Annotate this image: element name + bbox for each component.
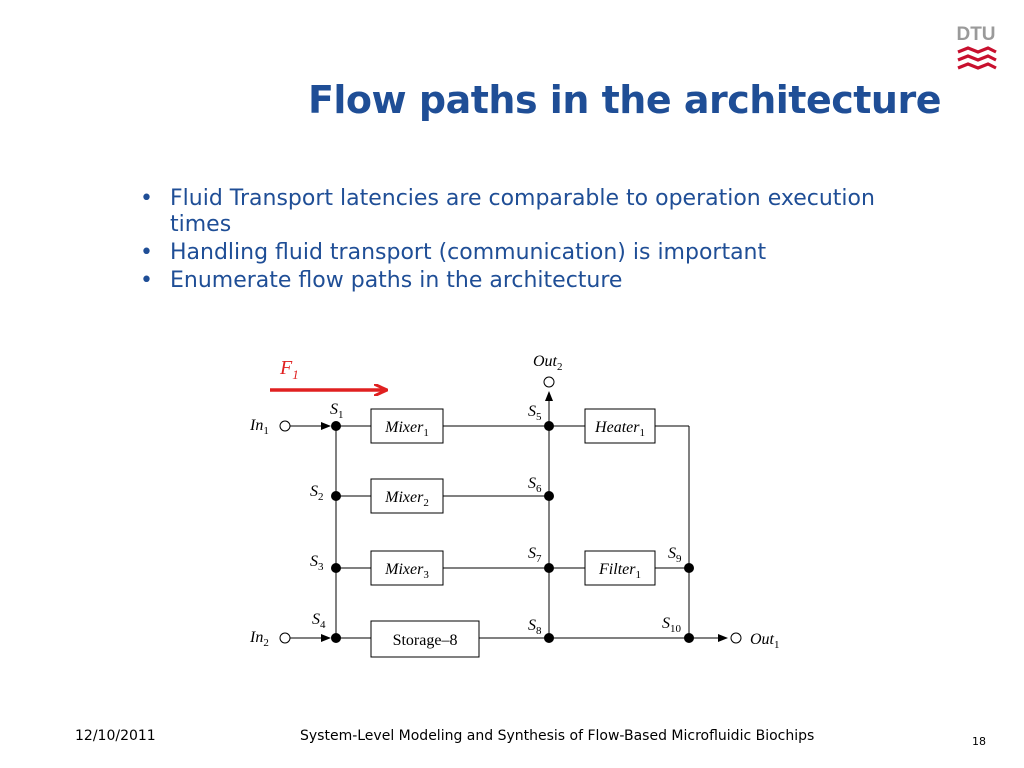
component-box-heater1 bbox=[584, 408, 656, 444]
switch-node bbox=[544, 633, 554, 643]
switch-label: S8 bbox=[528, 617, 542, 637]
switch-label: S5 bbox=[528, 403, 542, 423]
switch-label: S4 bbox=[312, 611, 326, 631]
bullet-item: Fluid Transport latencies are comparable… bbox=[140, 186, 940, 238]
component-box-mixer1 bbox=[370, 408, 444, 444]
switch-label: S9 bbox=[668, 545, 682, 565]
switch-label: S6 bbox=[528, 475, 542, 495]
slide-title: Flow paths in the architecture bbox=[307, 78, 942, 122]
inlet-port bbox=[279, 420, 291, 432]
dtu-logo-icon: DTU bbox=[956, 24, 997, 70]
component-label: Filter1 bbox=[598, 561, 641, 581]
component-box-mixer2 bbox=[370, 478, 444, 514]
outlet-port bbox=[730, 632, 742, 644]
bullet-item: Handling fluid transport (communication)… bbox=[140, 240, 940, 266]
port-label: Out2 bbox=[533, 353, 563, 373]
flow-path-label: F1 bbox=[279, 357, 299, 382]
switch-node bbox=[684, 633, 694, 643]
switch-label: S10 bbox=[662, 615, 682, 635]
bullet-list: Fluid Transport latencies are comparable… bbox=[140, 186, 940, 296]
switch-node bbox=[684, 563, 694, 573]
inlet-port bbox=[279, 632, 291, 644]
switch-node bbox=[331, 491, 341, 501]
component-box-filter1 bbox=[584, 550, 656, 586]
switch-node bbox=[544, 491, 554, 501]
switch-label: S7 bbox=[528, 545, 542, 565]
port-label: In2 bbox=[249, 629, 269, 649]
component-box-mixer3 bbox=[370, 550, 444, 586]
bullet-item: Enumerate flow paths in the architecture bbox=[140, 268, 940, 294]
port-label: In1 bbox=[249, 417, 269, 437]
outlet-port bbox=[543, 376, 555, 388]
logo-text: DTU bbox=[956, 24, 995, 45]
component-box-storage bbox=[370, 620, 480, 658]
component-label: Mixer1 bbox=[384, 419, 429, 439]
switch-label: S3 bbox=[310, 553, 324, 573]
component-label: Mixer2 bbox=[384, 489, 429, 509]
switch-label: S1 bbox=[330, 401, 344, 421]
switch-label: S2 bbox=[310, 483, 324, 503]
switch-node bbox=[544, 563, 554, 573]
page-number: 18 bbox=[972, 735, 986, 748]
switch-node bbox=[331, 563, 341, 573]
switch-node bbox=[331, 421, 341, 431]
switch-nodes bbox=[331, 421, 694, 643]
port-label: Out1 bbox=[750, 631, 780, 651]
architecture-diagram: Mixer1 Mixer2 Mixer3 Storage–8 Heater1 F… bbox=[249, 353, 780, 658]
dtu-logo: DTU bbox=[952, 20, 1000, 80]
component-label: Storage–8 bbox=[393, 632, 458, 649]
footer-date: 12/10/2011 bbox=[75, 728, 156, 744]
footer-title: System-Level Modeling and Synthesis of F… bbox=[300, 728, 815, 744]
switch-node bbox=[544, 421, 554, 431]
switch-node bbox=[331, 633, 341, 643]
component-label: Heater1 bbox=[594, 419, 645, 439]
component-label: Mixer3 bbox=[384, 561, 429, 581]
channel-lines bbox=[290, 391, 728, 642]
